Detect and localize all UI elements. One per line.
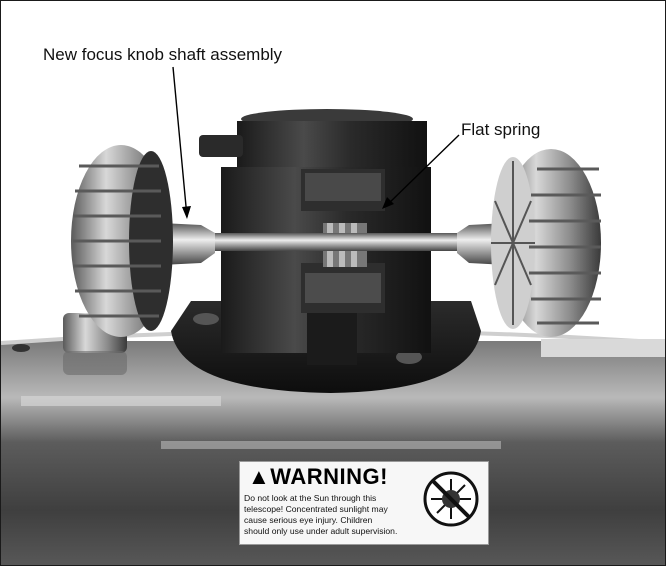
shaft-assembly-callout: New focus knob shaft assembly [43, 45, 283, 64]
warning-title: ▲WARNING! [248, 464, 388, 490]
warning-line: cause serious eye injury. Children [244, 515, 373, 525]
warning-label: ▲WARNING! Do not look at the Sun through… [239, 461, 489, 545]
warning-line: should only use under adult supervision. [244, 526, 398, 536]
warning-triangle-icon: ▲ [248, 464, 271, 489]
warning-text: Do not look at the Sun through this tele… [244, 493, 414, 537]
warning-line: telescope! Concentrated sunlight may [244, 504, 388, 514]
no-sun-viewing-icon [423, 471, 479, 527]
warning-title-text: WARNING! [270, 464, 388, 489]
flat-spring-callout: Flat spring [461, 120, 541, 139]
warning-line: Do not look at the Sun through this [244, 493, 377, 503]
